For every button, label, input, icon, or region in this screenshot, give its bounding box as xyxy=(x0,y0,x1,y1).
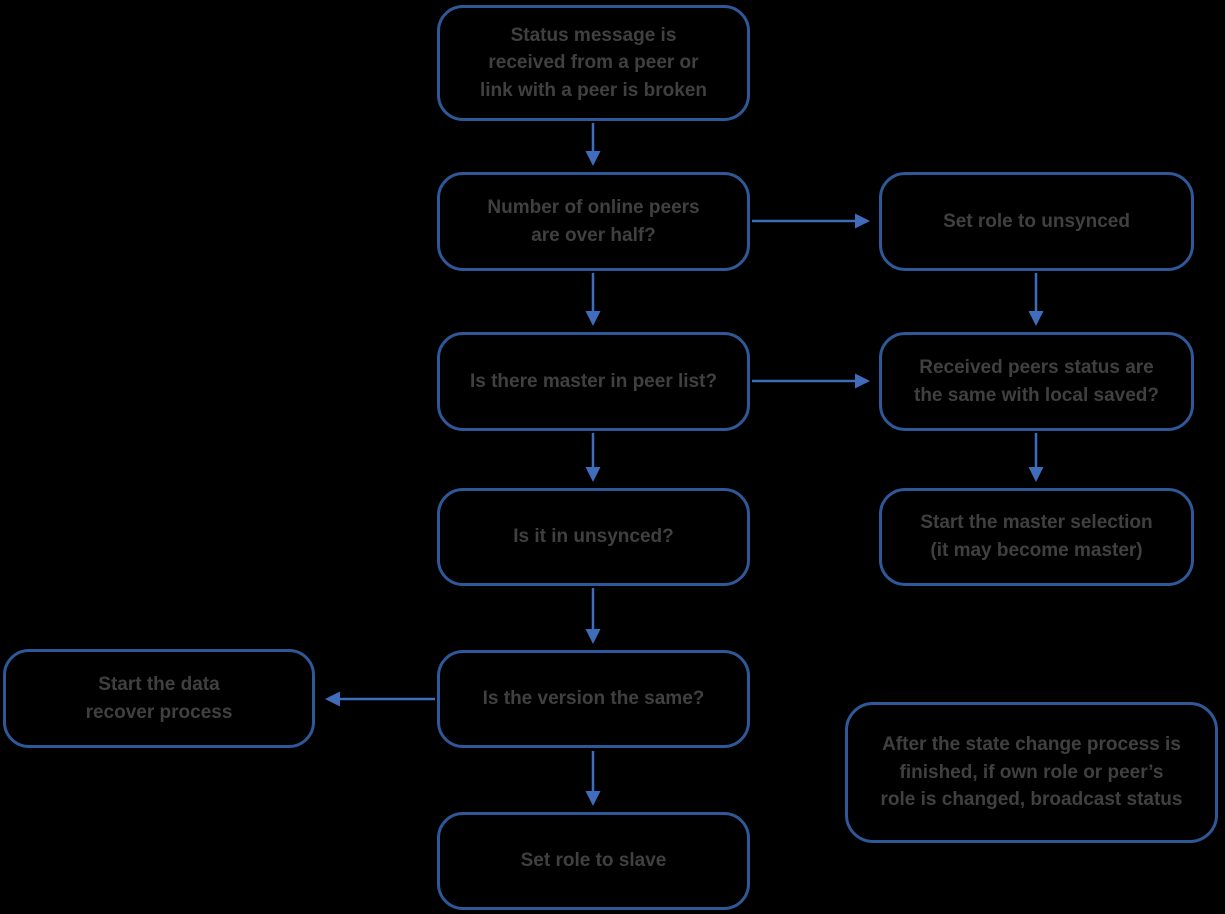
node-broadcast-note: After the state change process is finish… xyxy=(845,702,1218,843)
node-start-master-selection: Start the master selection (it may becom… xyxy=(879,488,1194,586)
node-peers-over-half: Number of online peers are over half? xyxy=(437,172,750,271)
node-set-role-slave: Set role to slave xyxy=(437,812,750,910)
node-peers-status-same: Received peers status are the same with … xyxy=(879,332,1194,431)
node-start-data-recover: Start the data recover process xyxy=(3,649,315,748)
node-status-received: Status message is received from a peer o… xyxy=(437,5,750,121)
node-is-version-same: Is the version the same? xyxy=(437,650,750,748)
node-master-in-peer-list: Is there master in peer list? xyxy=(437,332,750,431)
node-set-role-unsynced: Set role to unsynced xyxy=(879,172,1194,271)
node-is-it-in-unsynced: Is it in unsynced? xyxy=(437,488,750,586)
